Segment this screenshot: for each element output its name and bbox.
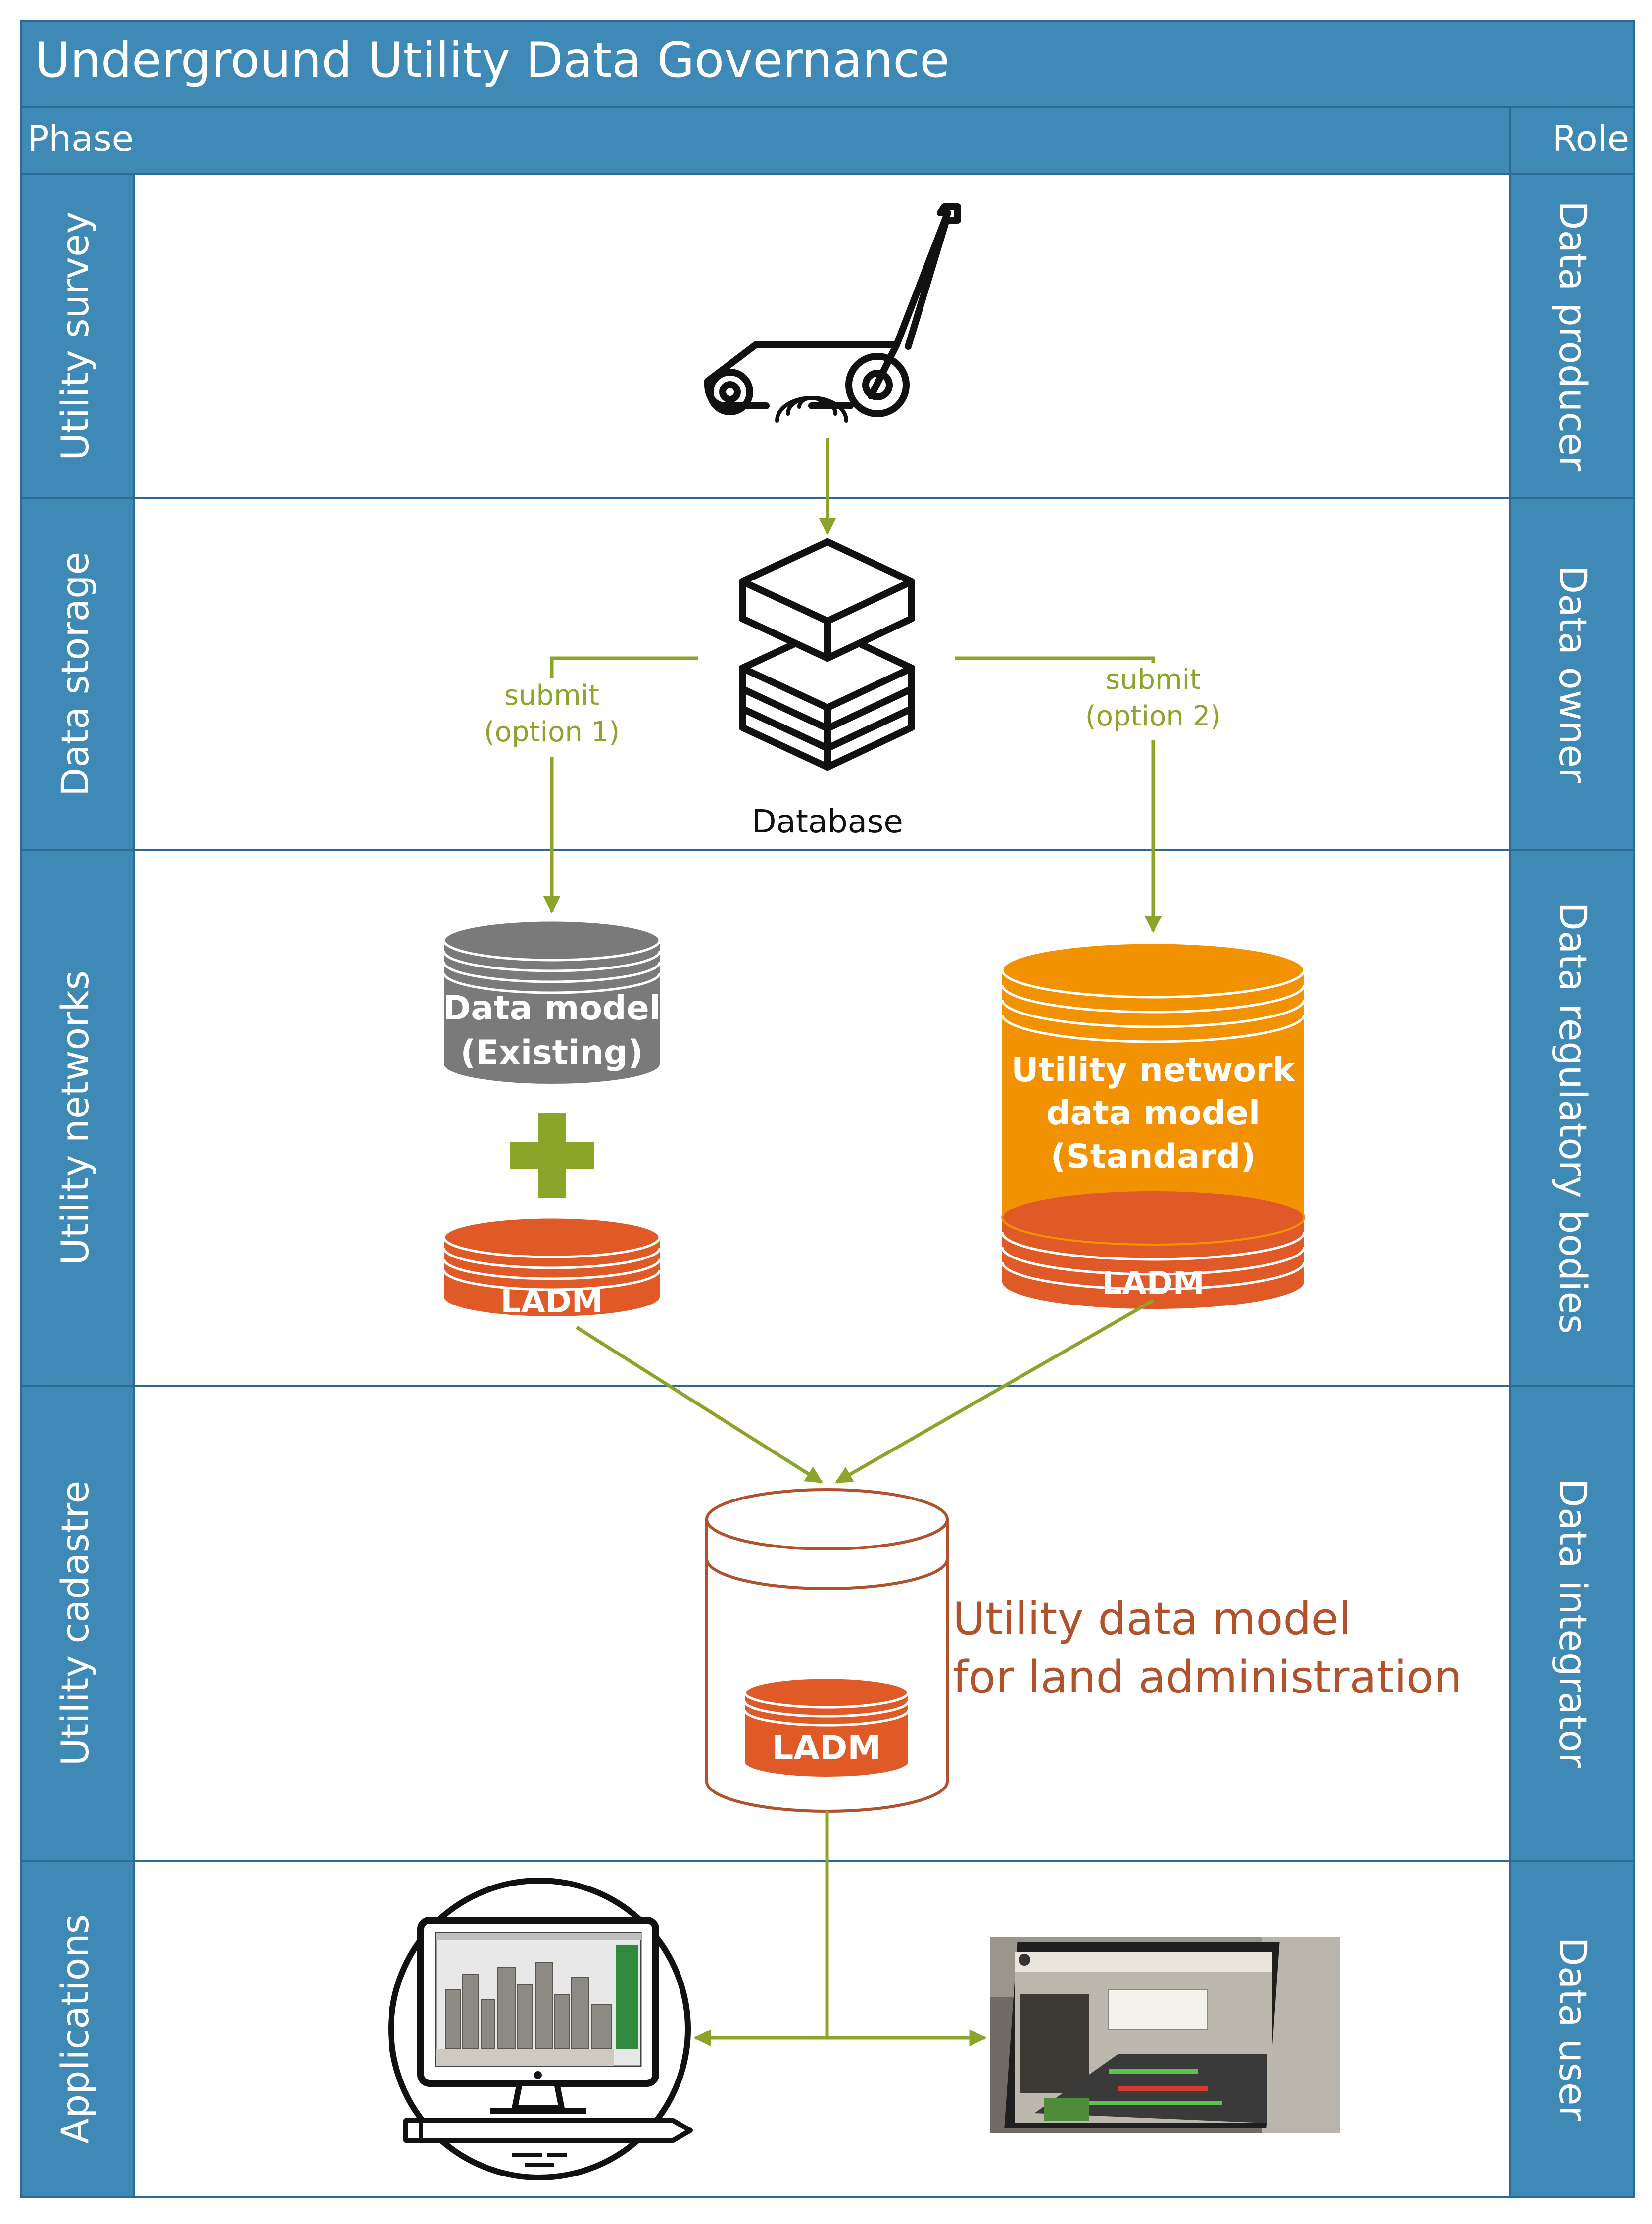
phase-label: Utility cadastre [53,1481,97,1766]
phase-label: Utility survey [53,211,97,460]
role-cell [1509,497,1635,851]
role-label: Data owner [1551,565,1595,783]
cadastre-caption-line1: Utility data model [953,1593,1351,1645]
role-label: Data regulatory bodies [1551,902,1595,1334]
ladm-right-label: LADM [1102,1265,1204,1302]
phase-label: Data storage [53,552,97,796]
phase-header [20,106,1511,175]
desktop-3d-city-viewer-icon [388,1878,693,2180]
role-cell [1509,173,1635,499]
phase-label: Utility networks [53,970,97,1265]
submit-option1-line1: submit [504,679,599,712]
phase-label: Applications [53,1914,97,2144]
label-mask [475,678,629,757]
ladm-left-cylinder [442,1216,661,1316]
existing-model-line1: Data model [443,989,661,1028]
flow-arrow [576,1326,823,1484]
role-header-label: Role [1553,118,1629,159]
submit-option2-line2: (option 2) [1085,700,1221,732]
standard-network-data-model-cylinder [1001,941,1306,1309]
label-mask [1076,663,1230,740]
standard-model-line1: Utility network [1011,1051,1296,1090]
ground-penetrating-radar-cart-icon [704,203,961,423]
ladm-cadastre-cylinder [743,1676,910,1777]
phase-cell [20,173,135,499]
phase-cell [20,849,135,1387]
existing-model-line2: (Existing) [460,1033,643,1072]
database-label: Database [752,804,903,840]
phase-header-label: Phase [27,118,134,159]
role-cell [1509,1385,1635,1862]
ladm-cadastre-label: LADM [772,1729,881,1768]
standard-model-line2: data model [1046,1094,1260,1133]
role-header [1509,106,1635,175]
augmented-reality-tablet-icon [990,1937,1340,2133]
existing-data-model-cylinder [442,919,661,1084]
standard-model-line3: (Standard) [1051,1137,1256,1176]
flow-arrow [834,1299,1154,1484]
lane-body [133,173,1511,499]
cadastre-caption-line2: for land administration [953,1651,1462,1703]
ladm-left-label: LADM [500,1284,603,1320]
phase-cell [20,1385,135,1862]
role-cell [1509,1860,1635,2198]
phase-cell [20,497,135,851]
submit-option2-line1: submit [1106,664,1201,696]
submit-option1-arrow [543,656,698,914]
submit-option1-line2: (option 1) [484,716,620,748]
role-label: Data producer [1551,201,1595,472]
phase-cell [20,1860,135,2198]
database-icon [739,538,915,771]
diagram-title: Underground Utility Data Governance [35,32,950,89]
role-label: Data user [1551,1937,1595,2121]
role-cell [1509,849,1635,1387]
plus-icon [510,1113,594,1198]
title-bar [20,20,1635,108]
submit-option2-arrow [955,656,1162,933]
role-label: Data integrator [1551,1478,1595,1768]
